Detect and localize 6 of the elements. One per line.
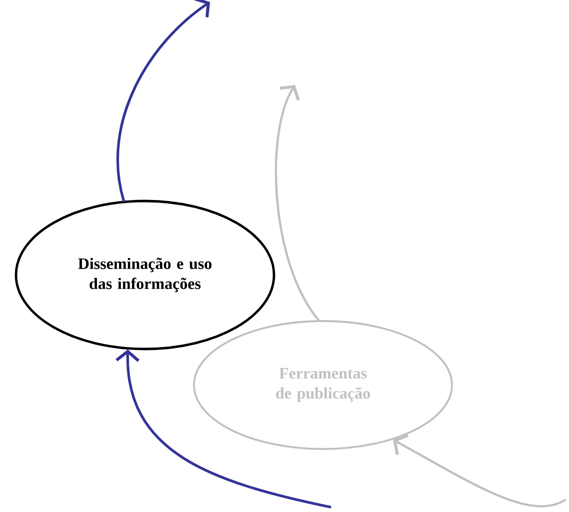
ellipse-node: Ferramentas de publicação	[193, 320, 453, 450]
arrow	[274, 85, 320, 322]
arrow	[116, 0, 210, 202]
arrow	[393, 434, 566, 508]
arrow	[116, 350, 332, 508]
ellipse-node: Disseminação e uso das informações	[14, 200, 276, 350]
